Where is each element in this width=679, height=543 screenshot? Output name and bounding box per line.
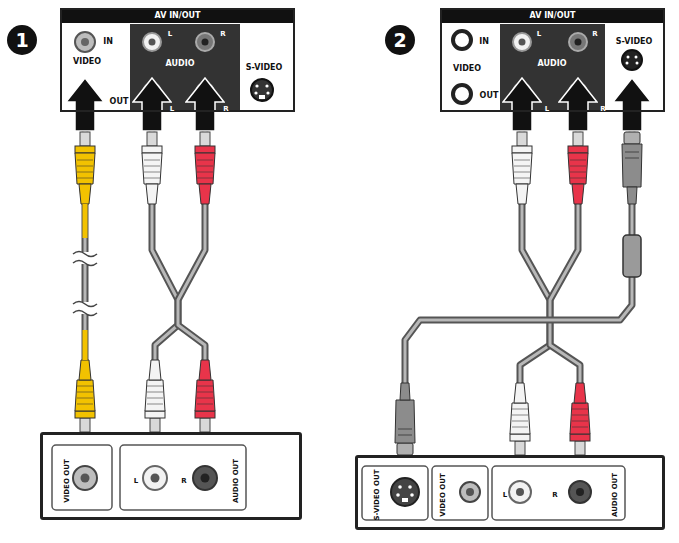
video-jack — [453, 85, 471, 103]
port-letter: R — [223, 106, 228, 113]
callout-disc — [385, 25, 415, 55]
port-letter: R — [181, 478, 186, 485]
port-label: AUDIO — [166, 60, 195, 68]
source-device: VIDEO OUT L R AUDIO OUT — [40, 432, 302, 520]
audio-plug — [510, 383, 530, 455]
cable-core — [405, 112, 632, 455]
insert-arrow — [405, 112, 632, 455]
audio-jack — [143, 33, 161, 51]
source-device: S-VIDEO OUT VIDEO OUT L R AUDIO OUT — [355, 455, 665, 530]
socket-frame — [120, 445, 246, 510]
socket-frame — [432, 466, 488, 520]
audio-block — [500, 24, 605, 112]
s-video-jack — [622, 50, 642, 70]
port-label: S-VIDEO — [246, 64, 283, 72]
audio-out-jack — [143, 466, 167, 490]
video-jack — [453, 31, 471, 49]
port-label: VIDEO — [73, 58, 101, 66]
port-label: IN — [103, 38, 113, 46]
port-letter: R — [220, 31, 225, 38]
port-label: OUT — [110, 98, 129, 106]
port-label: VIDEO — [453, 65, 481, 73]
callout-number: 1 — [15, 31, 28, 50]
audio-out-jack — [569, 481, 591, 503]
callout-disc — [7, 25, 37, 55]
port-label: OUT — [480, 92, 499, 100]
port-label: S-VIDEO OUT — [374, 470, 381, 521]
audio-jack — [196, 33, 214, 51]
socket-frame — [362, 466, 428, 520]
audio-plug — [142, 132, 162, 204]
port-label: S-VIDEO — [616, 38, 653, 46]
audio-plug — [195, 132, 215, 204]
port-label: VIDEO OUT — [440, 473, 447, 516]
audio-block — [130, 24, 240, 112]
av-panel: AV IN/OUT IN VIDEO OUT L AUDIO R L R S-VIDEO — [440, 8, 665, 112]
s-video-jack — [251, 79, 273, 101]
audio-jack — [513, 33, 531, 51]
audio-plug — [145, 360, 165, 432]
audio-jack — [569, 33, 587, 51]
audio-out-jack — [193, 466, 217, 490]
port-label: AUDIO — [538, 60, 567, 68]
port-label: AUDIO OUT — [612, 473, 619, 517]
video-out-jack — [460, 482, 480, 502]
port-letter: L — [170, 106, 174, 113]
audio-plug — [568, 132, 588, 204]
av-panel: AV IN/OUT IN VIDEO OUT L AUDIO R L R S-VIDEO — [60, 8, 295, 112]
audio-out-jack — [509, 481, 531, 503]
panel-heading: AV IN/OUT — [442, 10, 663, 23]
port-letter: L — [503, 492, 507, 499]
s-video-plug — [395, 383, 415, 455]
audio-plug — [195, 360, 215, 432]
panel-heading: AV IN/OUT — [62, 10, 293, 23]
video-jack — [75, 32, 95, 52]
audio-plug — [512, 132, 532, 204]
ferrite-core — [623, 235, 641, 277]
port-letter: R — [592, 31, 597, 38]
socket-frame — [492, 466, 625, 520]
s-video-out-jack — [391, 478, 419, 506]
cable-sheath — [405, 112, 632, 455]
port-label: AUDIO OUT — [233, 459, 240, 503]
port-letter: L — [537, 31, 541, 38]
video-jack — [76, 86, 94, 104]
s-video-plug — [622, 132, 642, 204]
port-label: IN — [479, 38, 489, 46]
av-cable — [405, 112, 632, 455]
audio-plug — [570, 383, 590, 455]
port-letter: L — [545, 106, 549, 113]
callout-number: 2 — [393, 31, 406, 50]
video-plug — [75, 132, 95, 204]
port-letter: L — [134, 478, 138, 485]
socket-frame — [52, 445, 112, 510]
port-label: VIDEO OUT — [64, 459, 71, 502]
port-letter: R — [552, 492, 557, 499]
video-plug — [75, 360, 95, 432]
video-cable — [83, 204, 88, 238]
port-letter: R — [600, 106, 605, 113]
port-letter: L — [168, 31, 172, 38]
video-out-jack — [73, 466, 97, 490]
